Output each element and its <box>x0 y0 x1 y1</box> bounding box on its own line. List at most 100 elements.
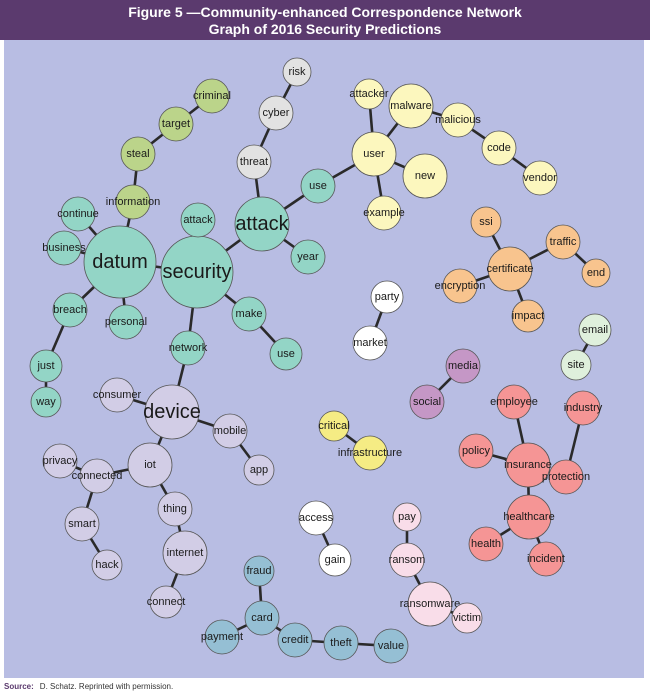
node-malicious: malicious <box>435 102 481 138</box>
node-circle-traffic <box>545 224 581 260</box>
node-label-cyber: cyber <box>263 107 290 119</box>
node-label-security: security <box>163 261 232 283</box>
node-circle-social <box>409 384 445 420</box>
node-industry: industry <box>564 390 603 426</box>
node-circle-party <box>370 280 404 314</box>
node-breach: breach <box>52 292 88 328</box>
node-circle-thing <box>157 491 193 527</box>
node-circle-certificate <box>487 246 533 292</box>
node-circle-access <box>298 500 334 536</box>
node-attacker: attacker <box>349 78 389 110</box>
node-circle-information <box>115 184 151 220</box>
node-circle-way <box>30 386 62 418</box>
node-label-hack: hack <box>95 559 119 571</box>
node-circle-consumer <box>99 377 135 413</box>
node-circle-iot <box>127 442 173 488</box>
node-circle-pay <box>392 502 422 532</box>
node-smart: smart <box>64 506 100 542</box>
node-circle-victim <box>451 602 483 634</box>
node-label-infrastructure: infrastructure <box>338 447 402 459</box>
node-circle-network <box>170 330 206 366</box>
node-circle-critical <box>318 410 350 442</box>
node-circle-risk <box>282 57 312 87</box>
node-circle-app <box>243 454 275 486</box>
node-market: market <box>352 325 388 361</box>
node-risk: risk <box>282 57 312 87</box>
node-label-criminal: criminal <box>193 90 231 102</box>
node-label-ssi: ssi <box>479 216 492 228</box>
node-device: device <box>143 384 201 440</box>
node-target: target <box>158 106 194 142</box>
node-label-end: end <box>587 267 605 279</box>
node-year: year <box>290 239 326 275</box>
node-iot: iot <box>127 442 173 488</box>
node-label-impact: impact <box>512 310 544 322</box>
node-circle-impact <box>511 299 545 333</box>
node-label-example: example <box>363 207 405 219</box>
node-label-malicious: malicious <box>435 114 481 126</box>
node-circle-business <box>46 230 82 266</box>
node-ssi: ssi <box>470 206 502 238</box>
node-credit: credit <box>277 622 313 658</box>
node-label-industry: industry <box>564 402 603 414</box>
node-incident: incident <box>527 541 565 577</box>
node-circle-email <box>578 313 612 347</box>
node-circle-encryption <box>442 268 478 304</box>
node-circle-value <box>373 628 409 664</box>
figure-title-bar: Figure 5 —Community-enhanced Corresponde… <box>0 0 650 40</box>
node-circle-market <box>352 325 388 361</box>
node-label-steal: steal <box>126 148 149 160</box>
node-access: access <box>298 500 334 536</box>
node-privacy: privacy <box>43 443 78 479</box>
node-label-victim: victim <box>453 612 481 624</box>
node-label-threat: threat <box>240 156 268 168</box>
node-label-internet: internet <box>167 547 204 559</box>
node-circle-use_top <box>300 168 336 204</box>
node-circle-smart <box>64 506 100 542</box>
node-value: value <box>373 628 409 664</box>
node-label-use_make: use <box>277 348 295 360</box>
node-circle-personal <box>108 304 144 340</box>
node-circle-breach <box>52 292 88 328</box>
node-label-user: user <box>363 148 385 160</box>
node-hack: hack <box>91 549 123 581</box>
node-circle-industry <box>565 390 601 426</box>
node-infrastructure: infrastructure <box>338 435 402 471</box>
node-circle-attack_big <box>234 196 290 252</box>
node-circle-example <box>366 195 402 231</box>
node-datum: datum <box>83 225 157 299</box>
node-circle-card <box>244 600 280 636</box>
node-circle-device <box>144 384 200 440</box>
node-label-theft: theft <box>330 637 351 649</box>
node-personal: personal <box>105 304 147 340</box>
node-circle-hack <box>91 549 123 581</box>
node-label-mobile: mobile <box>214 425 246 437</box>
node-attack_big: attack <box>234 196 290 252</box>
node-label-healthcare: healthcare <box>503 511 554 523</box>
node-label-target: target <box>162 118 190 130</box>
node-use_make: use <box>269 337 303 371</box>
node-label-smart: smart <box>68 518 96 530</box>
node-circle-target <box>158 106 194 142</box>
node-label-business: business <box>42 242 86 254</box>
node-label-attack_small: attack <box>183 214 213 226</box>
node-consumer: consumer <box>93 377 141 413</box>
graph-background <box>4 40 644 678</box>
node-label-datum: datum <box>92 251 148 273</box>
node-label-network: network <box>169 342 208 354</box>
node-make: make <box>231 296 267 332</box>
node-use_top: use <box>300 168 336 204</box>
node-internet: internet <box>162 530 208 576</box>
node-circle-insurance <box>505 442 551 488</box>
node-healthcare: healthcare <box>503 494 555 540</box>
node-circle-healthcare <box>506 494 552 540</box>
node-label-card: card <box>251 612 272 624</box>
figure-title-line-2: Graph of 2016 Security Predictions <box>208 21 442 37</box>
node-circle-criminal <box>194 78 230 114</box>
node-circle-fraud <box>243 555 275 587</box>
node-circle-datum <box>83 225 157 299</box>
node-label-breach: breach <box>53 304 87 316</box>
node-label-protection: protection <box>542 471 590 483</box>
node-circle-attacker <box>353 78 385 110</box>
